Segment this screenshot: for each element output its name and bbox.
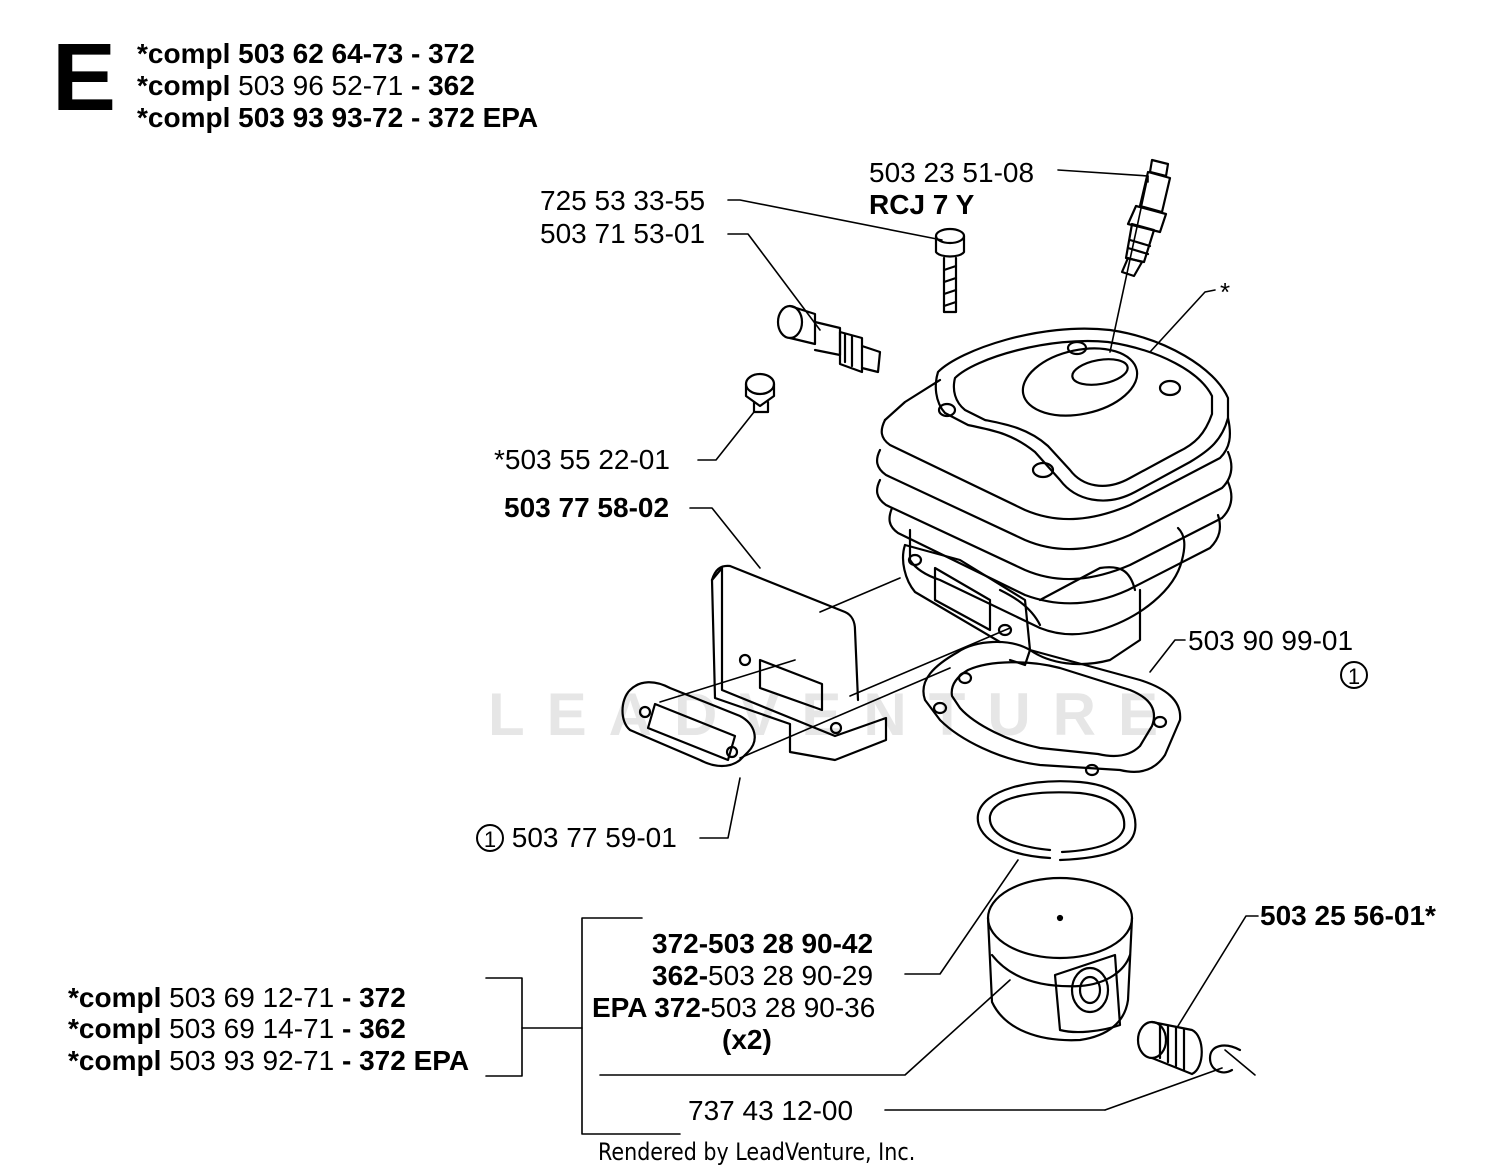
assembly-line-1: *compl 503 62 64-73 - 372 xyxy=(137,38,475,70)
assembly-part-number: 503 96 52-71 xyxy=(238,70,404,101)
heat-shield-drawing xyxy=(710,564,888,762)
assembly-model: - 372 xyxy=(410,38,475,69)
assembly-line-2: *compl 503 96 52-71 - 362 xyxy=(137,70,475,102)
label-piston-ring-epa: EPA 372-503 28 90-36 xyxy=(592,992,875,1024)
assembly-line-3: *compl 503 93 93-72 - 372 EPA xyxy=(137,102,538,134)
kit-prefix: *compl xyxy=(68,1013,162,1044)
screw-drawing xyxy=(934,227,966,314)
kit-model: - 372 EPA xyxy=(341,1045,470,1076)
circled-number: 1 xyxy=(1340,660,1368,689)
circled-number: 1 xyxy=(476,823,504,852)
label-decomp-valve: 503 71 53-01 xyxy=(540,218,706,249)
label-plug: *503 55 22-01 xyxy=(494,444,670,475)
label-cylinder-mark: * xyxy=(1220,277,1231,307)
ring-model: EPA 372- xyxy=(592,992,711,1023)
ring-model: 362- xyxy=(652,960,709,991)
piston-ring-drawing xyxy=(976,780,1137,862)
label-base-gasket-mark: 1 xyxy=(1340,659,1368,691)
piston-drawing xyxy=(986,876,1134,1042)
label-needle-bearing: 503 25 56-01* xyxy=(1260,900,1436,931)
label-screw: 725 53 33-55 xyxy=(540,185,706,216)
kit-prefix: *compl xyxy=(68,1045,162,1076)
label-circlip: 737 43 12-00 xyxy=(688,1095,854,1126)
spark-plug-drawing xyxy=(1120,158,1172,278)
exhaust-gasket-part: 503 77 59-01 xyxy=(511,822,677,853)
kit-part-number: 503 69 14-71 xyxy=(169,1013,335,1044)
base-gasket-drawing xyxy=(922,640,1182,777)
kit-part-number: 503 93 92-71 xyxy=(169,1045,335,1076)
assembly-model: - 362 xyxy=(410,70,475,101)
ring-model: 372- xyxy=(652,928,709,959)
label-base-gasket: 503 90 99-01 xyxy=(1188,625,1354,656)
plug-drawing xyxy=(744,372,776,414)
label-heat-shield: 503 77 58-02 xyxy=(504,492,670,523)
label-piston-ring-qty: (x2) xyxy=(722,1024,772,1055)
assembly-model: - 372 EPA xyxy=(410,102,539,133)
label-spark-plug: 503 23 51-08 xyxy=(869,157,1035,188)
label-piston-ring-372: 372-503 28 90-42 xyxy=(652,928,873,960)
label-exhaust-gasket: 1 503 77 59-01 xyxy=(476,822,677,854)
piston-kit-line-2: *compl 503 69 14-71 - 362 xyxy=(68,1013,406,1045)
kit-prefix: *compl xyxy=(68,982,162,1013)
assembly-part-number: 503 62 64-73 xyxy=(238,38,404,69)
assembly-prefix: *compl xyxy=(137,70,231,101)
label-piston-ring-362: 362-503 28 90-29 xyxy=(652,960,873,992)
piston-kit-line-3: *compl 503 93 92-71 - 372 EPA xyxy=(68,1045,469,1077)
cylinder-drawing xyxy=(875,327,1233,667)
kit-model: - 372 xyxy=(341,982,406,1013)
assembly-prefix: *compl xyxy=(137,38,231,69)
circlip-drawing xyxy=(1208,1044,1242,1074)
assembly-prefix: *compl xyxy=(137,102,231,133)
ring-part-number: 503 28 90-36 xyxy=(710,992,876,1023)
footer-credit: Rendered by LeadVenture, Inc. xyxy=(598,1138,916,1166)
needle-bearing-drawing xyxy=(1136,1020,1203,1076)
decomp-valve-drawing xyxy=(776,304,882,374)
assembly-part-number: 503 93 93-72 xyxy=(238,102,404,133)
kit-model: - 362 xyxy=(341,1013,406,1044)
label-spark-plug-type: RCJ 7 Y xyxy=(869,189,975,220)
kit-part-number: 503 69 12-71 xyxy=(169,982,335,1013)
ring-part-number: 503 28 90-29 xyxy=(708,960,874,991)
leader-lines xyxy=(485,169,1259,1135)
piston-kit-line-1: *compl 503 69 12-71 - 372 xyxy=(68,982,406,1014)
section-letter: E xyxy=(52,24,117,131)
ring-part-number: 503 28 90-42 xyxy=(708,928,874,959)
